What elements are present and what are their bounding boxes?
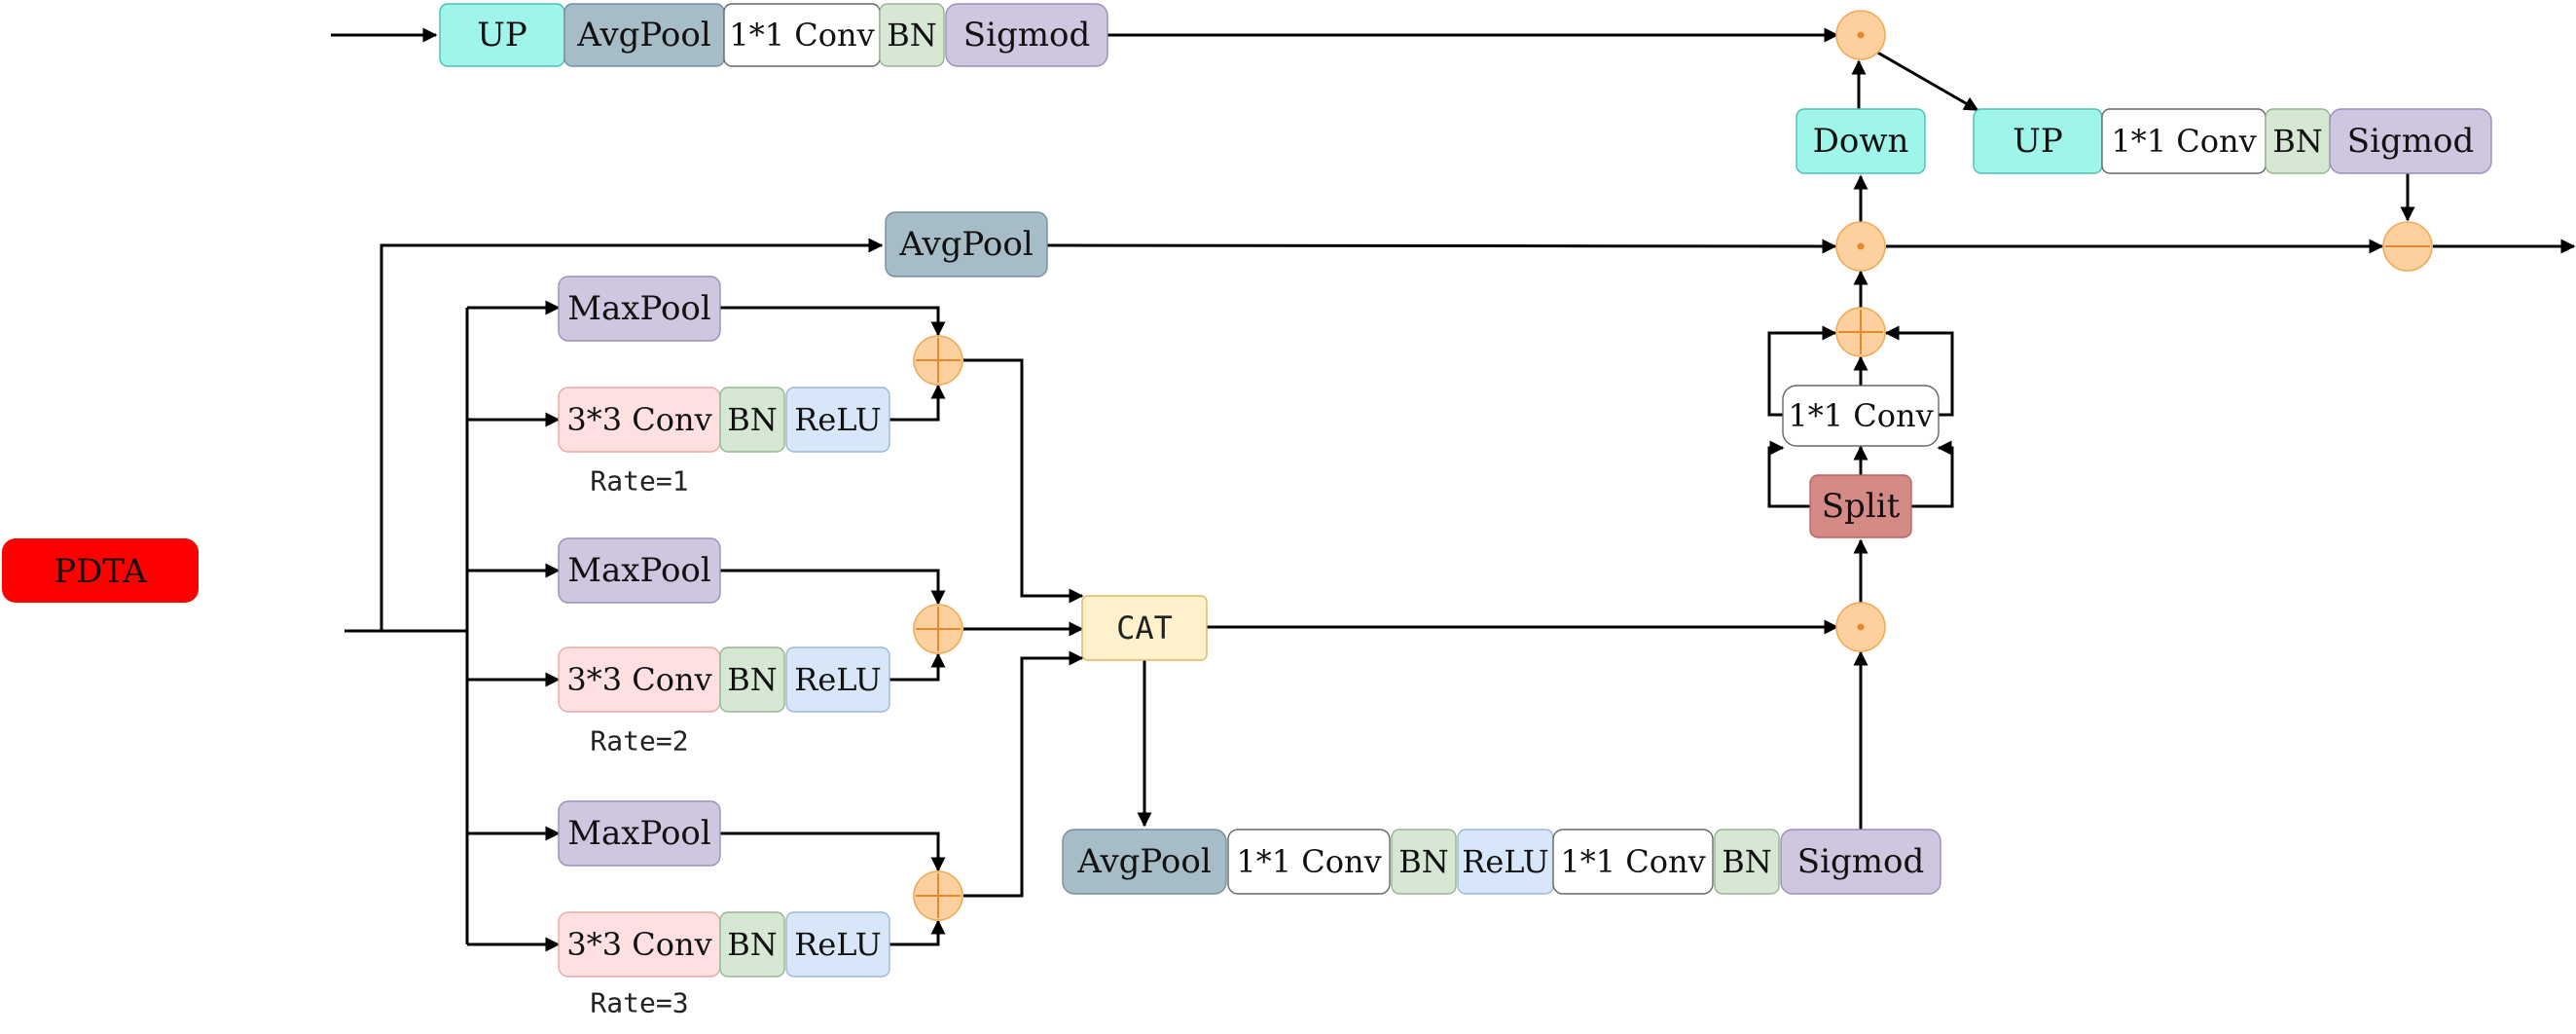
- bn-2-box: [719, 646, 785, 713]
- bn-3-label: BN: [727, 926, 778, 963]
- right-branch: Down UP 1*1 Conv BN Sigmod: [1796, 108, 2492, 174]
- bottom-avgpool-label: AvgPool: [1076, 842, 1211, 881]
- dilated-branch-1: MaxPool 3*3 Conv BN ReLU Rate=1: [558, 276, 890, 498]
- maxpool-2-label: MaxPool: [567, 551, 711, 590]
- top-sigmoid-label: Sigmod: [963, 16, 1090, 55]
- arrow-relu-3-to-plus: [889, 919, 946, 946]
- rate-1-label: Rate=1: [590, 465, 688, 498]
- minus-node-icon: [2382, 221, 2433, 272]
- pdta-badge-bg: [2, 538, 199, 603]
- arrow-to-mid-avgpool: [380, 238, 884, 631]
- right-sigmoid-label: Sigmod: [2347, 122, 2474, 161]
- multiply-node-icon: [1835, 10, 1886, 60]
- cat-block: CAT: [1081, 595, 1208, 661]
- top-bn-label: BN: [887, 17, 937, 54]
- down-label: Down: [1813, 122, 1909, 161]
- mid-avgpool-box: [885, 211, 1048, 277]
- plus-node-icon: [913, 604, 963, 654]
- plus-node-icon: [913, 335, 963, 386]
- cat-label: CAT: [1116, 609, 1173, 646]
- split-conv-box: [1782, 385, 1940, 447]
- bottom-bn1-label: BN: [1398, 843, 1449, 880]
- bottom-conv2-box: [1552, 829, 1714, 895]
- mid-avgpool-label: AvgPool: [898, 225, 1033, 264]
- conv3-3-label: 3*3 Conv: [566, 926, 711, 963]
- maxpool-2-box: [558, 537, 721, 604]
- arrow-split-right-to-conv: [1911, 440, 1954, 508]
- arrow-maxpool-1-to-plus: [720, 306, 946, 337]
- right-sigmoid-box: [2329, 108, 2492, 174]
- top-bn-box: [879, 3, 945, 67]
- bn-1-label: BN: [727, 401, 778, 438]
- down-box: [1796, 108, 1926, 174]
- bottom-conv1-box: [1227, 829, 1391, 895]
- relu-1-box: [785, 387, 890, 453]
- top-up-label: UP: [477, 16, 527, 55]
- split-label: Split: [1822, 487, 1901, 526]
- bottom-bn2-box: [1714, 829, 1780, 895]
- conv3-1-label: 3*3 Conv: [566, 401, 711, 438]
- conv3-2-label: 3*3 Conv: [566, 661, 711, 698]
- bottom-sigmoid-box: [1780, 829, 1941, 895]
- maxpool-1-box: [558, 276, 721, 342]
- relu-2-box: [785, 646, 890, 713]
- rate-3-label: Rate=3: [590, 987, 688, 1019]
- maxpool-1-label: MaxPool: [567, 289, 711, 328]
- cat-box: [1081, 595, 1208, 661]
- arrow-conv-right-to-plus: [1884, 325, 1954, 417]
- relu-2-label: ReLU: [794, 661, 882, 698]
- top-avgpool-label: AvgPool: [576, 16, 710, 55]
- arrow-relu-2-to-plus: [889, 652, 946, 682]
- operation-nodes: [913, 10, 2433, 921]
- right-up-label: UP: [2013, 122, 2063, 161]
- dilated-branch-2: MaxPool 3*3 Conv BN ReLU Rate=2: [558, 537, 890, 757]
- bottom-conv2-label: 1*1 Conv: [1560, 843, 1705, 880]
- multiply-node-icon: [1835, 602, 1886, 652]
- bn-2-label: BN: [727, 661, 778, 698]
- maxpool-3-box: [558, 800, 721, 867]
- arrow-maxpool-3-to-plus: [720, 831, 946, 872]
- bottom-avgpool-box: [1062, 829, 1227, 895]
- plus-node-icon: [913, 870, 963, 921]
- maxpool-3-label: MaxPool: [567, 814, 711, 853]
- split-box: [1809, 474, 1912, 538]
- bn-1-box: [719, 387, 785, 453]
- relu-3-box: [785, 911, 890, 978]
- bottom-conv1-label: 1*1 Conv: [1236, 843, 1381, 880]
- relu-3-label: ReLU: [794, 926, 882, 963]
- bottom-bn1-box: [1391, 829, 1457, 895]
- arrow-plus-1-to-cat: [963, 358, 1084, 604]
- arrow-relu-1-to-plus: [889, 384, 946, 422]
- right-conv-label: 1*1 Conv: [2111, 123, 2256, 160]
- arrow-mult-to-right-up: [1873, 49, 1979, 112]
- pdta-badge: PDTA: [2, 538, 199, 603]
- split-block: Split 1*1 Conv: [1782, 385, 1940, 538]
- plus-node-icon: [1835, 307, 1886, 357]
- arrow-mid-avgpool-to-mult: [1046, 239, 1837, 254]
- mid-avgpool: AvgPool: [885, 211, 1048, 277]
- relu-1-label: ReLU: [794, 401, 882, 438]
- multiply-node-icon: [1835, 221, 1886, 272]
- bottom-sigmoid-label: Sigmod: [1797, 842, 1924, 881]
- arrow-split-left-to-conv: [1767, 440, 1810, 508]
- bottom-chain: AvgPool 1*1 Conv BN ReLU 1*1 Conv BN Sig…: [1062, 829, 1941, 895]
- split-conv-label: 1*1 Conv: [1788, 397, 1933, 434]
- top-branch: UP AvgPool 1*1 Conv BN Sigmod: [439, 3, 1108, 67]
- top-sigmoid-box: [945, 3, 1108, 67]
- pdta-badge-label: PDTA: [54, 552, 147, 591]
- right-bn-label: BN: [2272, 123, 2323, 160]
- top-conv-label: 1*1 Conv: [729, 17, 874, 54]
- bottom-relu-label: ReLU: [1462, 843, 1549, 880]
- rate-2-label: Rate=2: [590, 725, 688, 757]
- arrow-conv-left-to-plus: [1767, 325, 1837, 417]
- dilated-branch-3: MaxPool 3*3 Conv BN ReLU Rate=3: [558, 800, 890, 1019]
- arrow-plus-3-to-cat: [963, 650, 1084, 898]
- bottom-bn2-label: BN: [1722, 843, 1772, 880]
- arrow-maxpool-2-to-plus: [720, 569, 946, 606]
- bn-3-box: [719, 911, 785, 978]
- connections: [331, 27, 2576, 952]
